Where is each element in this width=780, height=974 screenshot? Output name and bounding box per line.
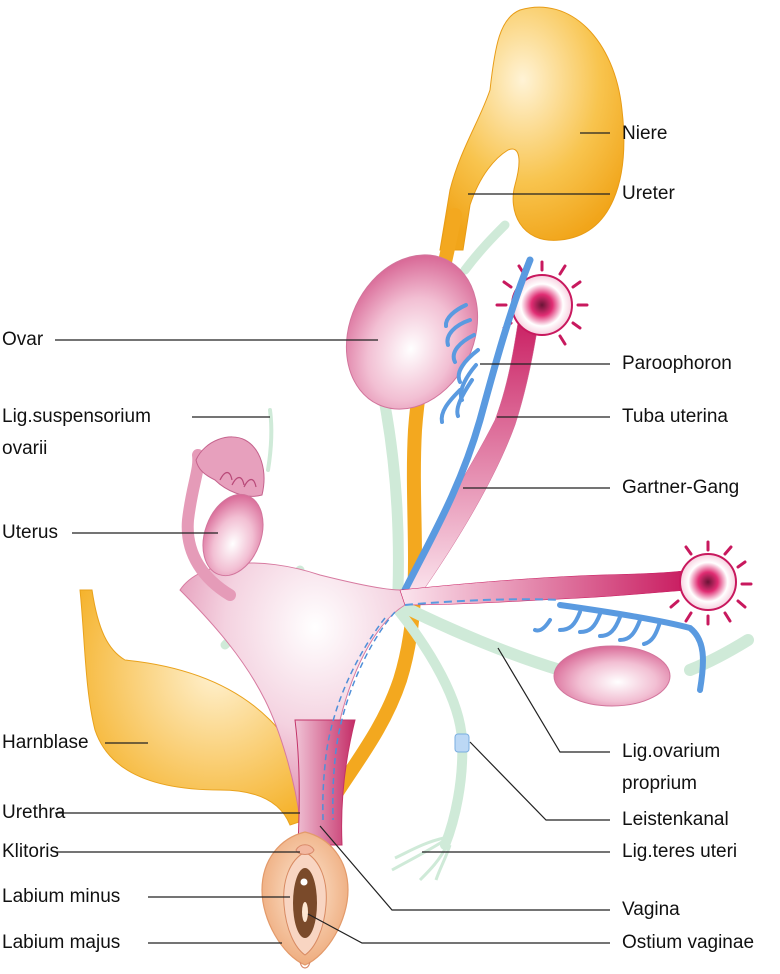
label-lig-suspensorium: Lig.suspensorium <box>2 406 151 427</box>
vagina <box>294 719 356 846</box>
urethral-opening <box>300 878 308 886</box>
label-tuba-uterina: Tuba uterina <box>622 406 728 427</box>
gartner-duct-right <box>557 602 706 693</box>
ostium-vaginae <box>302 902 308 922</box>
lig-suspensorium-upper <box>460 220 510 275</box>
gartner-duct-dashed <box>332 611 396 821</box>
label-labium-minus: Labium minus <box>2 886 121 907</box>
left-tube-fimbria <box>195 436 265 497</box>
label-klitoris: Klitoris <box>2 841 60 862</box>
gartner-duct-dashed-2 <box>322 617 386 821</box>
lower-ovary <box>553 645 671 707</box>
label-gartner-gang: Gartner-Gang <box>622 477 740 498</box>
label-ovar: Ovar <box>2 329 44 350</box>
label-leistenkanal: Leistenkanal <box>622 809 729 830</box>
lig-right-lateral <box>684 634 754 676</box>
bladder <box>79 589 307 826</box>
kidney <box>439 6 625 251</box>
left-ovary <box>202 493 264 577</box>
left-tube <box>181 449 236 601</box>
leader-lines <box>55 132 610 944</box>
mesovarium <box>379 399 404 596</box>
lig-ovarium-proprium-shape <box>394 599 566 676</box>
epoophoron-tubules <box>533 610 662 646</box>
label-uterus: Uterus <box>2 522 58 543</box>
upper-fimbria <box>495 260 589 346</box>
gartner-duct-upper <box>401 256 534 594</box>
label-paroophoron: Paroophoron <box>622 353 732 374</box>
right-tube <box>399 569 691 606</box>
label-labium-majus: Labium majus <box>2 932 121 953</box>
label-harnblase: Harnblase <box>2 732 89 753</box>
label-ostium-vaginae: Ostium vaginae <box>622 932 755 953</box>
lig-teres-fibers <box>391 836 452 882</box>
clitoris <box>295 844 315 855</box>
label-niere: Niere <box>622 123 668 144</box>
lig-suspensorium-left <box>266 408 274 472</box>
label-lig-teres-uteri: Lig.teres uteri <box>622 841 738 862</box>
label-lig-suspensorium-ovarii: ovarii <box>2 438 48 459</box>
label-lig-ovarium: Lig.ovarium <box>622 741 721 762</box>
paroophoron-tubules <box>439 303 480 424</box>
label-urethra: Urethra <box>2 802 66 823</box>
label-vagina: Vagina <box>622 899 680 920</box>
gartner-duct-horizontal <box>404 598 561 606</box>
vulva-tip <box>299 961 311 969</box>
leistenkanal-ring <box>454 733 470 753</box>
right-fimbria <box>669 540 753 626</box>
label-ureter: Ureter <box>622 183 675 204</box>
label-lig-ovarium-proprium: proprium <box>622 773 697 794</box>
left-fimbria-folds <box>219 471 257 488</box>
